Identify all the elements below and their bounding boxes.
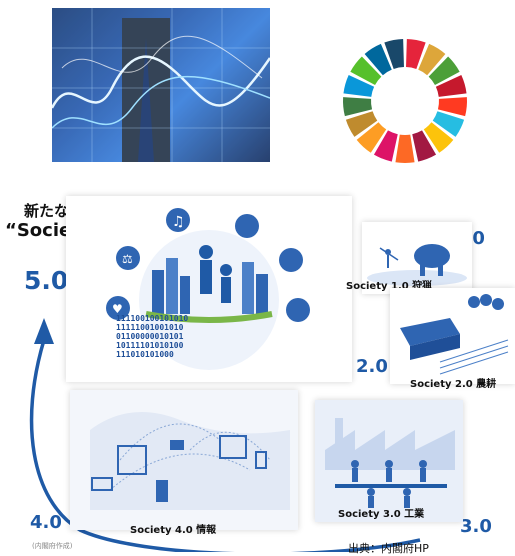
footnote-cabinet: (内閣府作成) (32, 542, 73, 550)
photo-graphic (52, 8, 270, 162)
sdg-segment (412, 130, 437, 162)
binary-line: 11111001001010 (116, 323, 184, 332)
society-1-panel (362, 222, 472, 294)
label-society-4: Society 4.0 情報 (130, 525, 217, 536)
society-3-panel (315, 400, 463, 522)
sdg-segment (428, 56, 460, 85)
sdg-segment (364, 43, 392, 76)
sdg-segment (395, 134, 415, 163)
information-illustration (70, 390, 298, 530)
business-chart-photo (52, 8, 270, 162)
binary-line: 10111101010100 (116, 341, 184, 350)
binary-line: 111010101000 (116, 350, 174, 359)
binary-line: 111100100101010 (116, 314, 189, 323)
society-5-illustration: ♫ ⚖ ♥ (106, 208, 310, 370)
sdg-segment (432, 111, 465, 137)
sdg-segment (423, 122, 454, 153)
farming-illustration (400, 294, 509, 375)
society-2-panel (390, 288, 515, 384)
industry-illustration (315, 400, 463, 522)
sdg-segment (435, 75, 467, 97)
binary-line: 01100000010101 (116, 332, 184, 341)
binary-text: 111100100101010 11111001001010 011000000… (116, 314, 188, 359)
hunting-illustration (367, 244, 467, 286)
society-5-panel: ♫ ⚖ ♥ (66, 196, 352, 382)
sdg-segment (356, 122, 387, 153)
label-society-1: Society 1.0 狩猟 (346, 281, 433, 292)
sdg-segment (437, 97, 467, 117)
number-3-0: 3.0 (460, 516, 492, 537)
sdgs-wheel-icon (342, 38, 468, 164)
sdg-segment (406, 39, 426, 69)
sdg-segment (350, 56, 382, 85)
sdg-segment (345, 111, 378, 137)
label-society-2: Society 2.0 農耕 (410, 379, 497, 390)
source-text: 出典：内閣府HP (348, 542, 429, 555)
number-4-0: 4.0 (30, 512, 62, 533)
svg-text:♥: ♥ (112, 302, 123, 316)
sdg-segment (373, 130, 398, 162)
sdg-segment (418, 43, 446, 76)
number-5-0: 5.0 (24, 266, 69, 295)
sdg-segment (343, 97, 373, 117)
number-2-0: 2.0 (356, 356, 388, 377)
sdg-segment (384, 39, 404, 69)
label-society-3: Society 3.0 工業 (338, 509, 425, 520)
society-4-panel (70, 390, 298, 530)
svg-text:♫: ♫ (172, 214, 185, 230)
svg-text:⚖: ⚖ (122, 252, 133, 266)
cycle-arrow (29, 318, 421, 552)
sdg-segment (343, 75, 375, 97)
